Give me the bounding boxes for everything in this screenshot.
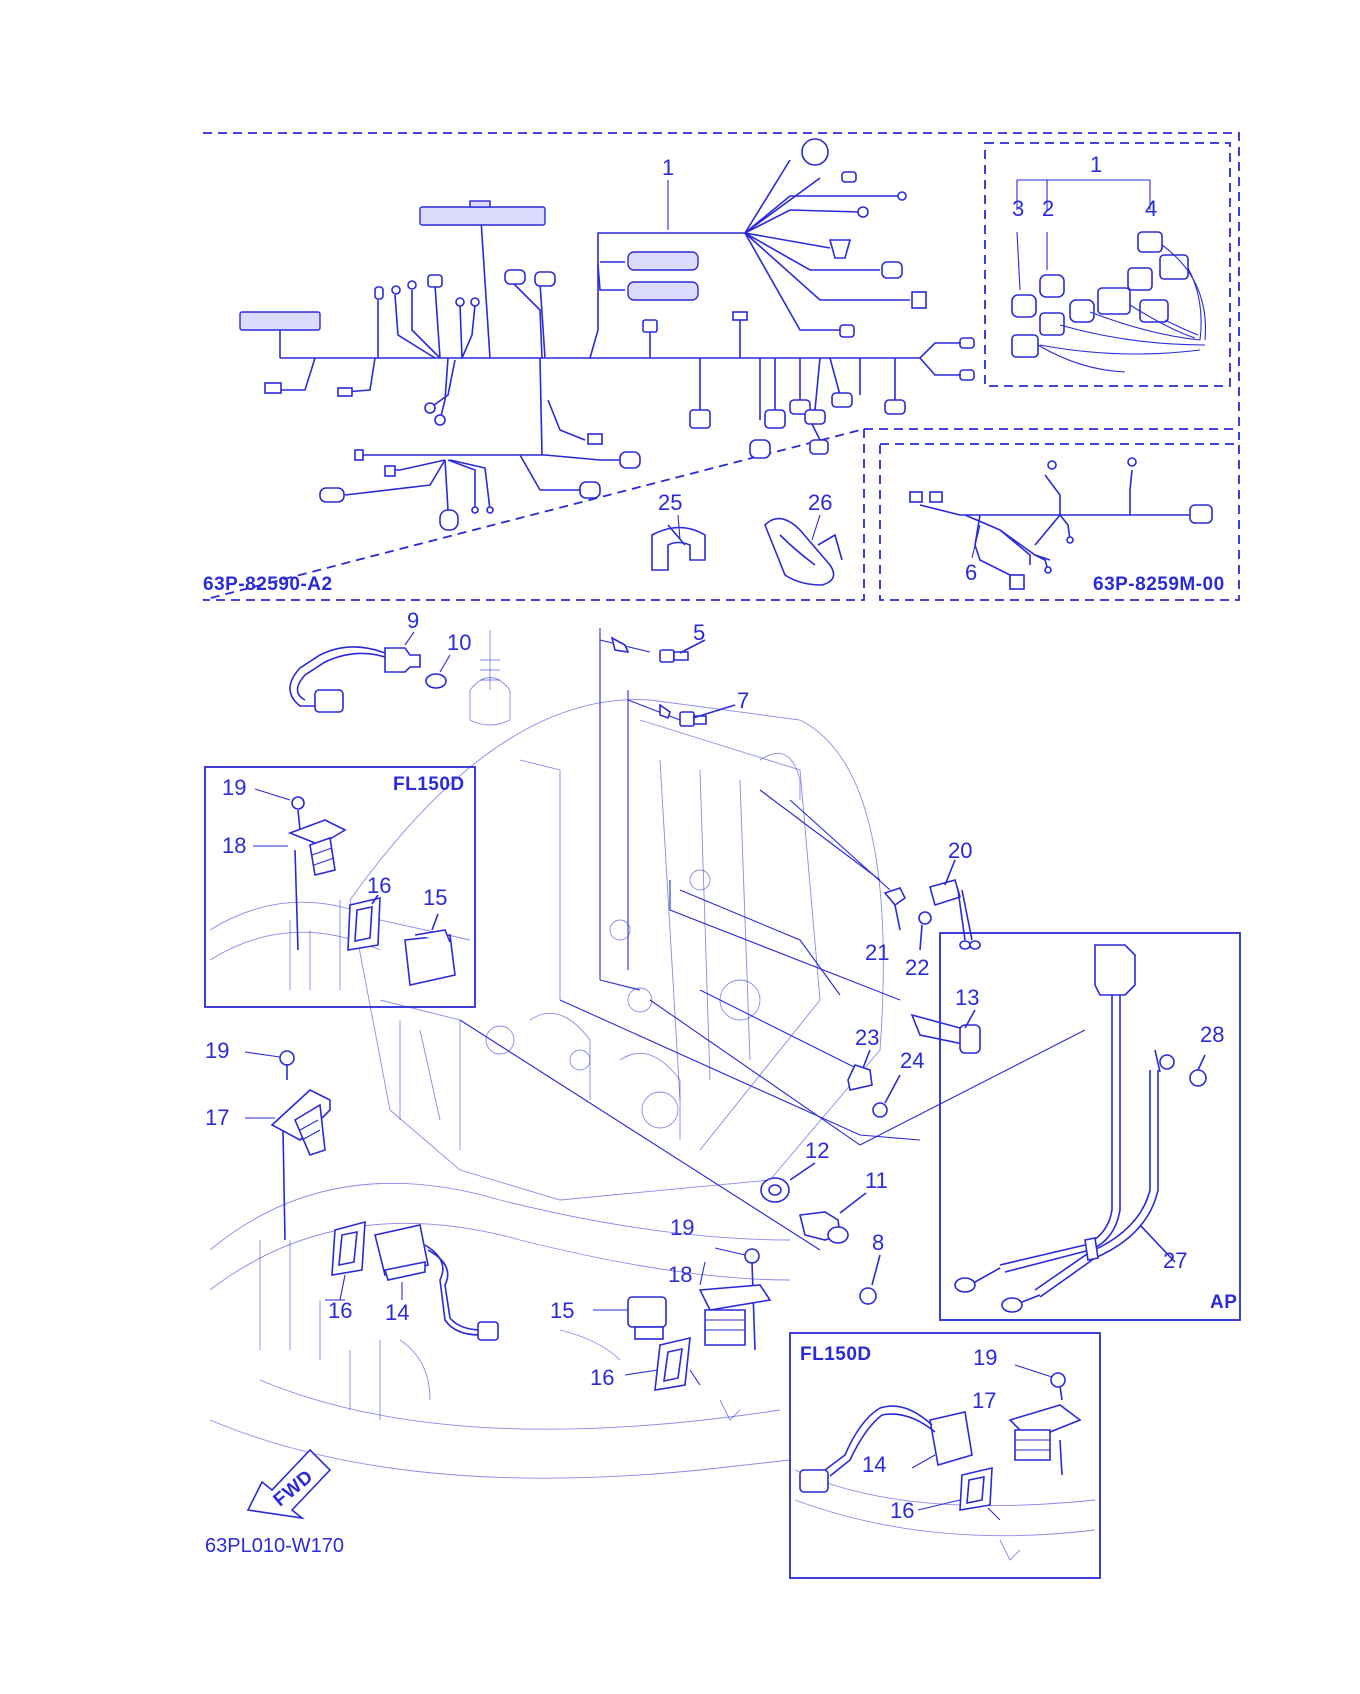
- inset-label-fl150d-top: FL150D: [393, 774, 465, 795]
- ref-5: 5: [693, 620, 705, 645]
- ref-20: 20: [948, 838, 972, 863]
- ref-28: 28: [1200, 1022, 1224, 1047]
- part-9-sensor: [289, 646, 447, 713]
- ref-12: 12: [805, 1138, 829, 1163]
- ref-19-middle: 19: [670, 1215, 694, 1240]
- inset-fl150d-top: [204, 766, 476, 1008]
- ref-13: 13: [955, 985, 979, 1010]
- ref-14-bottom: 14: [862, 1452, 886, 1477]
- ref-7: 7: [737, 688, 749, 713]
- diagram-labels: 63P-82590-A2 63P-8259M-00 63PL010-W170 F…: [203, 152, 1237, 1557]
- engine-block-outline: [209, 630, 884, 1479]
- ref-3: 3: [1012, 196, 1024, 221]
- ref-18-middle: 18: [668, 1262, 692, 1287]
- forward-arrow: FWD: [246, 1448, 332, 1520]
- code-harness-main: 63P-82590-A2: [203, 574, 333, 595]
- ref-16-bottom: 16: [890, 1498, 914, 1523]
- ref-1-box: 1: [1090, 152, 1102, 177]
- part-13-sensor: [910, 1009, 981, 1054]
- harness-section: [202, 132, 1240, 601]
- ref-21: 21: [865, 940, 889, 965]
- part-8-11-12: [760, 1162, 881, 1305]
- ref-15-top: 15: [423, 885, 447, 910]
- clamp-parts: [651, 517, 843, 586]
- ref-17-left: 17: [205, 1105, 229, 1130]
- engine-leader-lines: [459, 628, 1086, 1251]
- ref-23: 23: [855, 1025, 879, 1050]
- harness-connectors: [239, 138, 975, 531]
- ref-8: 8: [872, 1230, 884, 1255]
- connector-detail-parts: [1011, 179, 1207, 373]
- ref-11: 11: [865, 1168, 888, 1193]
- code-harness-sub: 63P-8259M-00: [1093, 574, 1225, 595]
- part-23-24: [847, 1049, 901, 1118]
- harness-dashed-frame: [202, 132, 1240, 601]
- inset-fl150d-bottom: [789, 1332, 1101, 1579]
- ref-26: 26: [808, 490, 832, 515]
- part-5-7-fasteners: [599, 636, 736, 727]
- ref-9: 9: [407, 608, 419, 633]
- ref-18-top: 18: [222, 833, 246, 858]
- ref-24: 24: [900, 1048, 924, 1073]
- ref-14-left: 14: [385, 1300, 409, 1325]
- main-wire-harness: [279, 159, 960, 511]
- engine-section: FWD: [204, 628, 1241, 1579]
- ref-19-top: 19: [222, 775, 246, 800]
- ref-2: 2: [1042, 196, 1054, 221]
- ref-16-middle: 16: [590, 1365, 614, 1390]
- part-20-22: [883, 859, 981, 951]
- ref-19-bottom: 19: [973, 1345, 997, 1370]
- ref-25: 25: [658, 490, 682, 515]
- sub-harness-box: [864, 428, 1240, 601]
- sub-harness-wiring: [909, 457, 1213, 590]
- ref-22: 22: [905, 955, 929, 980]
- ref-19-left: 19: [205, 1038, 229, 1063]
- ref-6: 6: [965, 560, 977, 585]
- ref-16-left: 16: [328, 1298, 352, 1323]
- part-14-17-left: [244, 1050, 499, 1341]
- connector-detail-box: [984, 142, 1231, 387]
- inset-label-ap: AP: [1210, 1292, 1237, 1313]
- inset-ap: [939, 932, 1241, 1321]
- ref-16-top: 16: [367, 873, 391, 898]
- inset-label-fl150d-bottom: FL150D: [800, 1344, 872, 1365]
- code-illustration: 63PL010-W170: [205, 1535, 344, 1557]
- ref-15-middle: 15: [550, 1298, 574, 1323]
- ref-4: 4: [1145, 196, 1157, 221]
- ref-27: 27: [1163, 1248, 1187, 1273]
- ref-1-main: 1: [662, 155, 674, 180]
- part-15-19-middle: [593, 1247, 772, 1391]
- ref-10: 10: [447, 630, 471, 655]
- ref-17-bottom: 17: [972, 1388, 996, 1413]
